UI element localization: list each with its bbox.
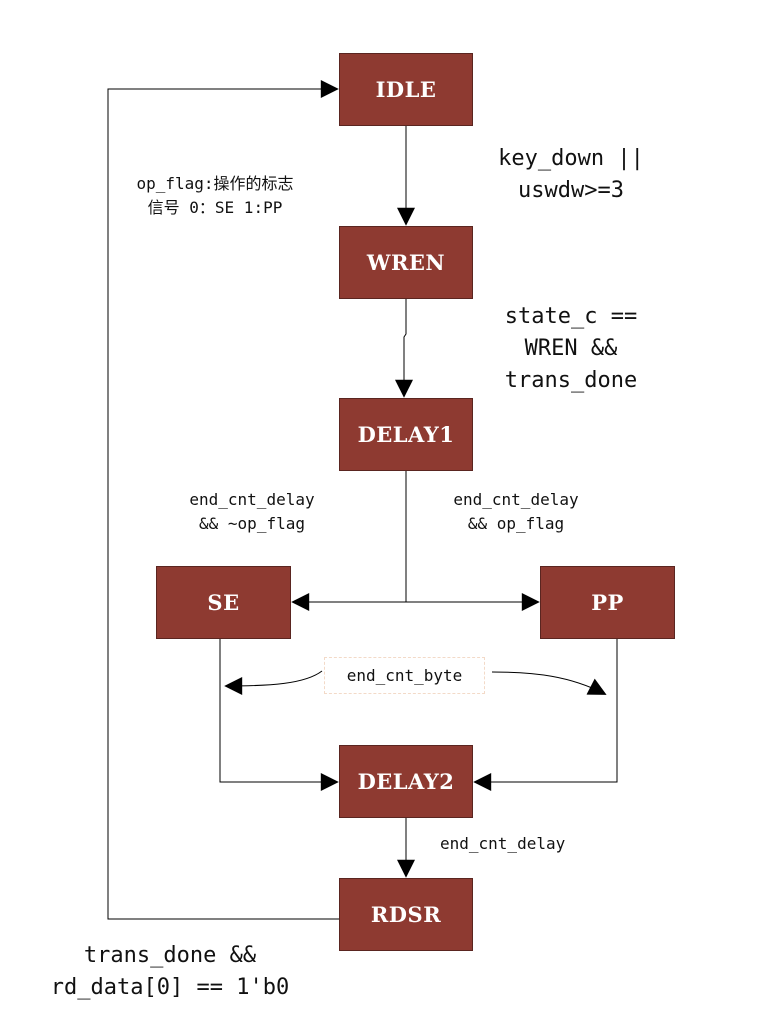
label-byte-box: end_cnt_byte bbox=[324, 657, 485, 694]
label-wren-to-delay1: state_c == WREN && trans_done bbox=[504, 304, 638, 393]
state-wren: WREN bbox=[339, 226, 473, 299]
state-rdsr: RDSR bbox=[339, 878, 473, 951]
arrow-se-to-delay2 bbox=[219, 639, 339, 791]
label-idle-to-wren: key_down || uswdw>=3 bbox=[498, 146, 644, 203]
label-delay1-to-se: end_cnt_delay && ~op_flag bbox=[189, 490, 315, 533]
arrow-byte-to-se-path bbox=[224, 670, 323, 695]
arrow-pp-to-delay2 bbox=[473, 639, 618, 791]
label-delay2-to-rdsr: end_cnt_delay bbox=[440, 834, 566, 853]
arrow-byte-to-pp-path bbox=[491, 671, 607, 695]
label-op-flag-note: op_flag:操作的标志 信号 0：SE 1:PP bbox=[136, 174, 294, 217]
state-idle: IDLE bbox=[339, 53, 473, 126]
arrow-wren-to-delay1 bbox=[395, 299, 413, 398]
label-se-pp-to-delay2: end_cnt_byte bbox=[346, 665, 463, 685]
arrow-rdsr-to-idle bbox=[107, 80, 339, 920]
state-pp: PP bbox=[540, 566, 675, 639]
state-delay2: DELAY2 bbox=[339, 745, 473, 818]
label-rdsr-to-idle: trans_done && rd_data[0] == 1'b0 bbox=[50, 943, 290, 1000]
state-se: SE bbox=[156, 566, 291, 639]
state-delay1: DELAY1 bbox=[339, 398, 473, 471]
label-delay1-to-pp: end_cnt_delay && op_flag bbox=[453, 490, 579, 533]
